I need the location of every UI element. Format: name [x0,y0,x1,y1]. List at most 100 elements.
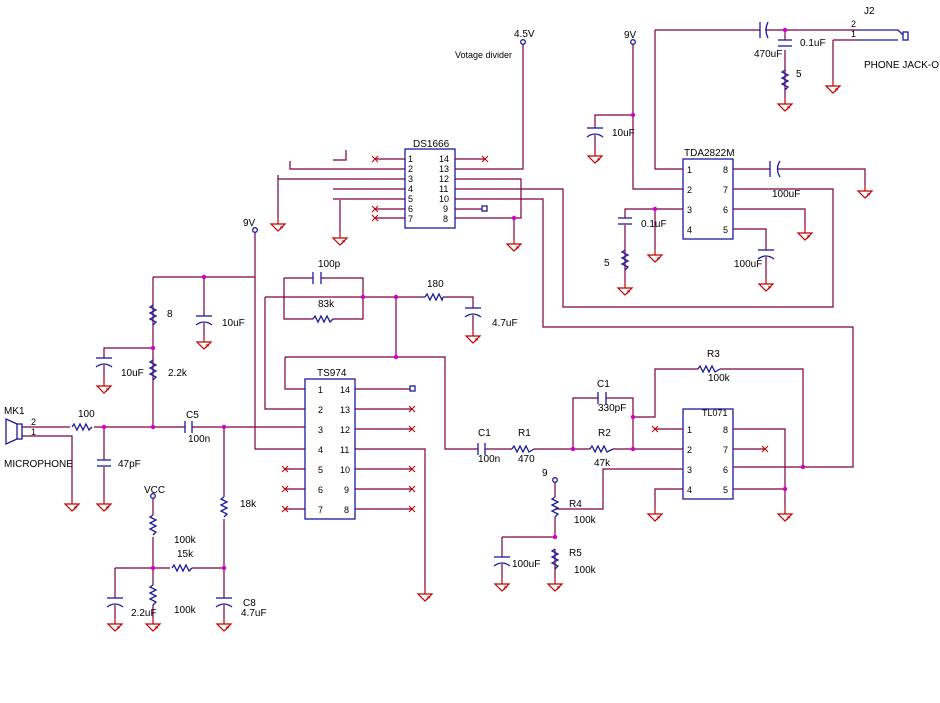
capacitor-4-7uf [464,307,482,318]
capacitor-c8 [215,597,233,608]
ts974-ic [304,378,356,520]
value-10uf-left2: 10uF [121,368,144,379]
capacitor-100uf-tda [769,160,781,178]
power-terminals [150,39,636,499]
pin-number: 4 [687,485,692,495]
pin-number: 3 [318,425,323,435]
resistor-100k-vcc [148,514,158,536]
capacitor-c1-100n [477,443,486,455]
label-9-mid: 9 [542,468,548,479]
resistor-r1 [511,444,535,454]
value-100k-r4: 100k [574,515,597,526]
value-0-1uf-tda: 0.1uF [641,219,667,230]
pin-number: 6 [723,205,728,215]
pin-number: 6 [408,204,413,214]
resistor-r3 [697,364,721,374]
pin-number: 7 [723,185,728,195]
value-5-tda: 5 [604,258,610,269]
value-2-2k: 2.2k [168,368,188,379]
value-15k: 15k [177,549,194,560]
value-2-2uf: 2.2uF [131,608,157,619]
pin-number: 6 [318,485,323,495]
capacitor-100uf-left [493,556,511,567]
value-100uf-tda: 100uF [772,189,800,200]
pin-number: 1 [851,29,856,39]
resistor-r4 [550,496,560,518]
pin-number: 12 [340,425,350,435]
value-330pf: 330pF [598,403,626,414]
pin-number: 8 [344,505,349,515]
pin-number: 2 [318,405,323,415]
pin-number: 3 [687,465,692,475]
pin-number: 2 [408,164,413,174]
resistor-r5 [550,548,560,570]
resistors [71,69,790,606]
label-j2: J2 [864,6,875,17]
capacitor-10uf-left [195,315,213,326]
pin-number: 4 [687,225,692,235]
value-470: 470 [518,454,535,465]
pin-number: 2 [687,445,692,455]
pin-number: 1 [687,165,692,175]
label-ds1666: DS1666 [413,139,450,150]
pin-number: 4 [408,184,413,194]
pin-number: 1 [31,427,36,437]
pin-number: 5 [318,465,323,475]
value-83k: 83k [318,299,335,310]
value-47k: 47k [594,458,611,469]
pin-number: 8 [443,214,448,224]
value-100k-r5: 100k [574,565,597,576]
resistor-180 [424,292,444,302]
pin-number: 9 [344,485,349,495]
label-ts974: TS974 [317,368,347,379]
capacitor-330p [597,392,607,404]
pin-number: 1 [408,154,413,164]
phone-jack-symbol [858,29,909,41]
pin-number: 7 [318,505,323,515]
resistor-18k [219,496,229,518]
pin-number: 2 [851,19,856,29]
resistor-8 [148,304,158,326]
pin-number: 7 [723,445,728,455]
label-r5: R5 [569,548,582,559]
resistor-100k-bottom [148,584,158,606]
pin-number: 8 [723,425,728,435]
capacitor-10uf-top [586,127,604,138]
capacitor-100p [312,272,322,284]
pin-number: 3 [408,174,413,184]
capacitor-0-1uf-top [778,39,792,47]
pin-number: 8 [723,165,728,175]
value-180: 180 [427,279,444,290]
capacitor-2-2uf [106,597,124,608]
label-microphone: MICROPHONE [4,459,73,470]
no-connect-marks [281,155,769,513]
label-r3: R3 [707,349,720,360]
label-9v-left: 9V [243,218,256,229]
value-100n-c5: 100n [188,434,210,445]
value-100k-bottom: 100k [174,605,197,616]
label-c1-feedback: C1 [597,379,610,390]
capacitors [95,21,792,608]
label-c8: C8 [243,598,256,609]
pin-number: 1 [318,385,323,395]
capacitor-100uf-tda-bottom [757,249,775,260]
resistor-r2 [589,444,614,454]
pin-number: 4 [318,445,323,455]
capacitor-c5 [184,421,193,433]
label-vcc: VCC [144,485,165,496]
value-18k: 18k [240,499,257,510]
label-r4: R4 [569,499,582,510]
value-100uf-left: 100uF [512,559,540,570]
pin-number: 13 [439,164,449,174]
pin-number: 2 [31,417,36,427]
value-100n-c1: 100n [478,454,500,465]
pin-number: 1 [687,425,692,435]
label-9v-top: 9V [624,30,637,41]
pin-numbers: 1 2 3 4 5 6 7 14 13 12 11 10 9 8 1 2 3 4… [31,19,856,515]
label-r1: R1 [518,428,531,439]
pin-number: 6 [723,465,728,475]
pin-number: 11 [439,184,448,194]
pin-number: 9 [443,204,448,214]
pin-number: 14 [439,154,449,164]
label-mk1: MK1 [4,406,25,417]
